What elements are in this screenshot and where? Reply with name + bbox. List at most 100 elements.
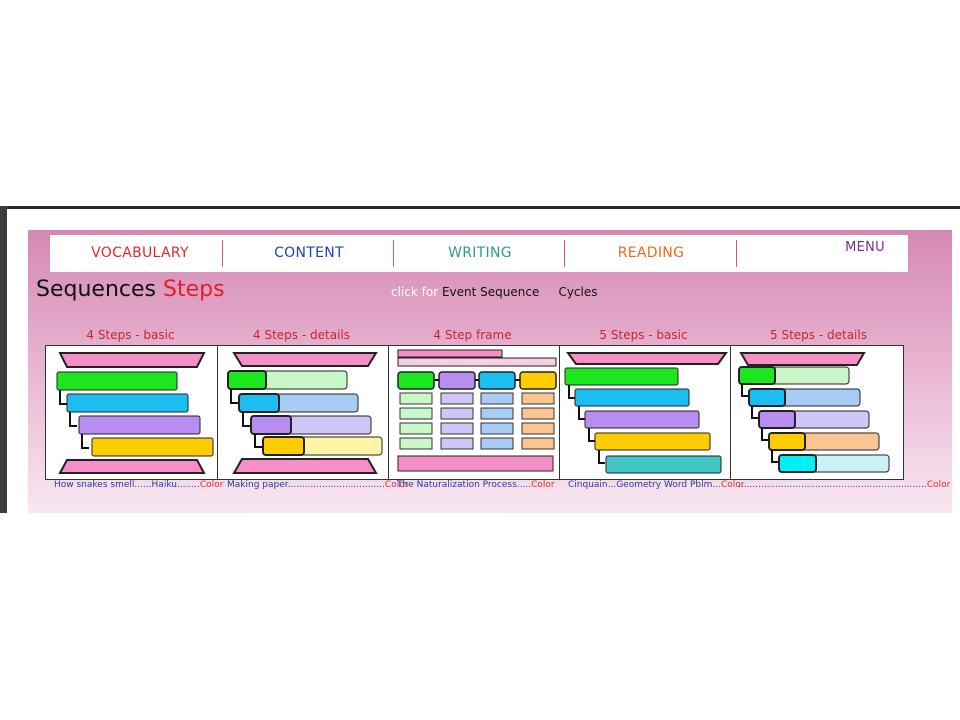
example-link-text[interactable]: The Naturalization Process..... (397, 480, 532, 490)
example-link-text[interactable]: How snakes smell......Haiku........ (54, 480, 200, 490)
step-box (778, 454, 817, 473)
color-link[interactable]: Color (531, 480, 555, 490)
nav-divider (564, 240, 565, 267)
frame-row (399, 422, 555, 435)
step-box (758, 410, 796, 429)
example-link-text[interactable]: Making paper............................… (227, 480, 385, 490)
detail-box (788, 410, 870, 429)
thumbnail-5-steps-basic[interactable] (559, 346, 731, 479)
example-link-text[interactable]: ........................................… (738, 480, 927, 490)
step-box (584, 410, 700, 429)
detail-box (798, 432, 880, 451)
frame-row (399, 437, 555, 450)
step-box (91, 437, 214, 457)
detail-box (778, 388, 861, 407)
step-box (594, 432, 711, 451)
detail-box (768, 366, 850, 385)
top-banner-shape (566, 352, 728, 365)
title-sequences: Sequences (36, 277, 156, 302)
window-top-border (0, 206, 960, 209)
step-arrow (69, 412, 77, 427)
example-link-4-steps-basic[interactable]: How snakes smell......Haiku........Color (54, 480, 223, 490)
example-link-text[interactable]: Cinquain...Geometry Word Pblm... (568, 480, 721, 490)
color-link[interactable]: Color (720, 480, 745, 490)
step-arrow (771, 450, 779, 463)
frame-header-box (397, 371, 435, 390)
frame-header-box (519, 371, 557, 390)
event-sequence-link[interactable]: Event Sequence (441, 285, 540, 299)
nav-reading[interactable]: READING (617, 245, 685, 261)
step-arrow (741, 384, 749, 397)
step-arrow (568, 385, 575, 399)
top-nav-bar: VOCABULARY CONTENT WRITING READING MENU (50, 235, 908, 272)
thumbnail-4-steps-basic[interactable] (46, 346, 217, 479)
frame-row (399, 407, 555, 420)
step-arrow (761, 428, 769, 441)
thumbnail-4-steps-details[interactable] (217, 346, 389, 479)
step-arrow (59, 390, 67, 405)
diagram-5-steps-details (738, 352, 890, 473)
frame-header-box (438, 371, 476, 390)
page-title: Sequences Steps (36, 277, 225, 302)
step-box (768, 432, 806, 451)
window-left-border (0, 206, 7, 513)
nav-divider (736, 240, 737, 267)
top-banner-shape (232, 352, 378, 367)
example-links-row: How snakes smell......Haiku........Color… (45, 480, 950, 494)
frame-row (399, 392, 555, 405)
panel-label-5-steps-basic[interactable]: 5 Steps - basic (599, 328, 688, 342)
diagram-4-steps-details (227, 352, 383, 474)
frame-footer-bar (397, 455, 554, 472)
top-banner-shape (739, 352, 866, 366)
step-box (262, 436, 305, 456)
frame-title-bar (397, 349, 503, 358)
color-link[interactable]: Color (199, 480, 224, 490)
example-link-4-steps-details[interactable]: Making paper............................… (227, 480, 408, 490)
nav-divider (393, 240, 394, 267)
bottom-banner-shape (232, 458, 378, 474)
color-link[interactable]: Color (384, 480, 409, 490)
step-arrow (578, 406, 585, 420)
detail-box (279, 415, 372, 435)
slide-page: VOCABULARY CONTENT WRITING READING MENU … (28, 230, 952, 513)
step-box (56, 371, 178, 391)
step-box (227, 370, 267, 390)
step-arrow (230, 389, 239, 404)
step-arrow (81, 434, 89, 449)
step-arrow (588, 428, 595, 442)
detail-box (255, 370, 348, 390)
step-box (238, 393, 280, 413)
diagram-4-step-frame (397, 349, 557, 472)
step-box (738, 366, 776, 385)
frame-subtitle-bar (397, 357, 557, 367)
example-link-5-steps-details[interactable]: ........................................… (738, 480, 950, 490)
step-box (250, 415, 292, 435)
nav-content[interactable]: CONTENT (274, 245, 344, 261)
panel-label-4-step-frame[interactable]: 4 Step frame (433, 328, 512, 342)
nav-writing[interactable]: WRITING (448, 245, 512, 261)
step-arrow (598, 450, 605, 464)
step-box (66, 393, 189, 413)
thumbnail-5-steps-details[interactable] (730, 346, 904, 479)
cycles-link[interactable]: Cycles (558, 285, 598, 299)
panel-label-4-steps-details[interactable]: 4 Steps - details (253, 328, 350, 342)
color-link[interactable]: Color (926, 480, 951, 490)
bottom-banner-shape (58, 459, 206, 474)
step-box (605, 455, 722, 474)
nav-vocabulary[interactable]: VOCABULARY (91, 245, 189, 261)
example-link-4-step-frame[interactable]: The Naturalization Process.....Color (397, 480, 555, 490)
panel-label-5-steps-details[interactable]: 5 Steps - details (770, 328, 867, 342)
thumbnail-4-step-frame[interactable] (388, 346, 560, 479)
diagram-5-steps-basic (564, 352, 728, 474)
diagram-4-steps-basic (56, 352, 214, 474)
title-steps: Steps (162, 277, 225, 302)
example-link-5-steps-basic[interactable]: Cinquain...Geometry Word Pblm...Color (568, 480, 744, 490)
panel-label-4-steps-basic[interactable]: 4 Steps - basic (86, 328, 175, 342)
organizer-thumbnails (45, 345, 904, 480)
step-box (574, 388, 690, 407)
step-box (748, 388, 786, 407)
step-box (78, 415, 201, 435)
click-for-links: click for Event Sequence Cycles (391, 285, 597, 299)
step-box (564, 367, 679, 386)
nav-menu[interactable]: MENU (845, 240, 885, 255)
